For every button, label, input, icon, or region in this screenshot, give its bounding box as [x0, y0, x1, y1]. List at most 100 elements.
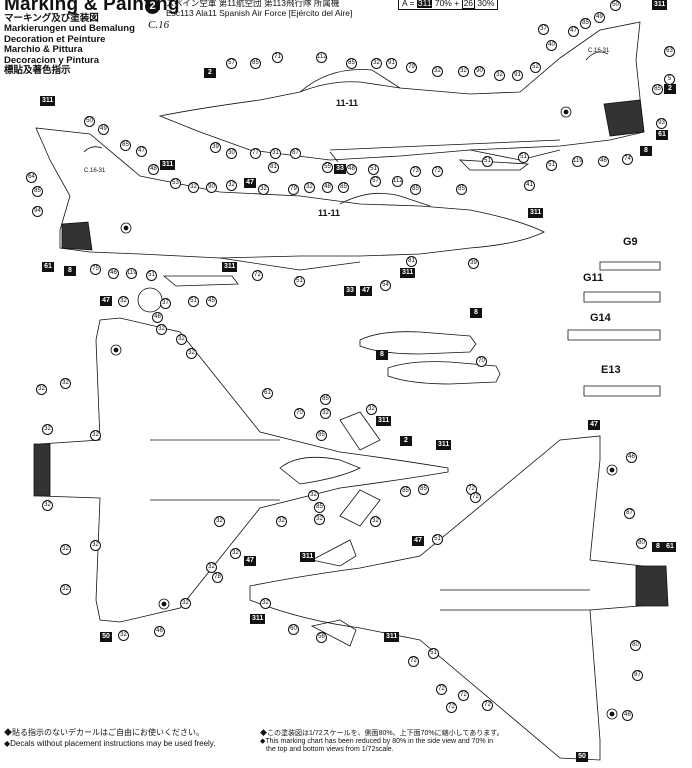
callout: 51 [432, 534, 443, 545]
top-view [33, 317, 449, 623]
fuselage-code-lower: 11-11 [318, 208, 341, 218]
callout: 41 [524, 180, 535, 191]
callout: 37 [160, 298, 171, 309]
callout: 32 [60, 378, 71, 389]
callout: 90 [474, 66, 485, 77]
callout-badge: 47 [588, 420, 600, 430]
callout: 50 [84, 116, 95, 127]
callout-badge: 61 [42, 262, 54, 272]
callout: 32 [304, 182, 315, 193]
callout: 72 [436, 684, 447, 695]
callout: 32 [118, 630, 129, 641]
callout: 32 [60, 544, 71, 555]
paint-mix-p1: 70% [434, 0, 452, 8]
callout-badge: 8 [64, 266, 76, 276]
paint-mix-box: A = 311 70% + 26 30% [398, 0, 499, 10]
paint-mix-c1: 311 [416, 0, 433, 8]
callout: 119 [572, 156, 583, 167]
footnote-right-en1: ◆This marking chart has been reduced by … [260, 738, 494, 745]
callout-badge: 50 [100, 632, 112, 642]
lang-de: Markierungen und Bemalung [4, 23, 135, 35]
callout: 47 [136, 146, 147, 157]
scheme-code: C.16 [148, 19, 170, 31]
callout: 40 [546, 40, 557, 51]
callout-badge: 47 [244, 556, 256, 566]
footnote-left-en: ◆Decals without placement instructions m… [4, 739, 216, 748]
callout: 32 [188, 182, 199, 193]
callout: 112 [392, 176, 403, 187]
callout: 72 [252, 270, 263, 281]
callout: 37 [538, 24, 549, 35]
callout: 53 [170, 178, 181, 189]
store-label-e13: E13 [601, 364, 621, 376]
scheme-line-jp: スペイン空軍 第11航空団 第113飛行隊 所属機 [166, 0, 340, 8]
callout: 49 [594, 12, 605, 23]
callout: 54 [380, 280, 391, 291]
callout: 64 [26, 172, 37, 183]
stores-drawings [359, 261, 661, 397]
callout-badge: 2 [204, 68, 216, 78]
side-view-lower [35, 127, 545, 313]
callout: 85 [456, 184, 467, 195]
callout: 119 [126, 268, 137, 279]
callout-badge: 311 [222, 262, 238, 272]
callout: 77 [250, 148, 261, 159]
callout-badge: 311 [376, 416, 392, 426]
callout: 32 [260, 598, 271, 609]
callout: 32 [90, 540, 101, 551]
callout: 72 [458, 690, 469, 701]
callout: 32 [371, 58, 382, 69]
callout: 94 [32, 206, 43, 217]
callout: 32 [214, 516, 225, 527]
callout: 87 [290, 148, 301, 159]
callout: 85 [250, 58, 261, 69]
callout: 85 [346, 58, 357, 69]
callout-badge: 61 [664, 542, 676, 552]
callout: 48 [346, 164, 357, 175]
callout: 91 [512, 70, 523, 81]
callout: 80 [636, 538, 647, 549]
callout: 85 [314, 502, 325, 513]
scheme-line-en: Esc113 Ala11 Spanish Air Force [Ejército… [166, 8, 353, 18]
callout: 32 [36, 384, 47, 395]
callout: 32 [230, 548, 241, 559]
footnote-left-jp: ◆貼る指示のないデカールはご自由にお使いください。 [4, 728, 204, 737]
callout: 75 [90, 264, 101, 275]
paint-mix-p2: 30% [477, 0, 495, 8]
store-label-g14: G14 [590, 312, 611, 324]
callout-badge: 8 [376, 350, 388, 360]
callout: 57 [370, 176, 381, 187]
callout: 85 [316, 430, 327, 441]
callout-badge: 61 [656, 130, 668, 140]
bottom-view [249, 435, 669, 761]
store-label-g9: G9 [623, 236, 638, 248]
callout: 72 [470, 492, 481, 503]
callout: 46 [598, 156, 609, 167]
callout: 51 [294, 276, 305, 287]
callout: 52 [530, 62, 541, 73]
callout: 32 [186, 348, 197, 359]
callout: 85 [652, 84, 663, 95]
callout-badge: 311 [40, 96, 56, 106]
callout: 85 [400, 486, 411, 497]
callout: 70 [294, 408, 305, 419]
callout-badge: 311 [384, 632, 400, 642]
callout: 72 [432, 166, 443, 177]
callout: 30 [226, 148, 237, 159]
callout: 32 [156, 324, 167, 335]
lang-cn: 標貼及著色指示 [4, 65, 71, 77]
callout: 46 [108, 268, 119, 279]
callout-badge: 311 [400, 268, 416, 278]
callout: 32 [206, 562, 217, 573]
callout: 78 [212, 572, 223, 583]
callout: 32 [118, 296, 129, 307]
callout: 85 [418, 484, 429, 495]
callout-badge: 47 [244, 178, 256, 188]
callout: 91 [386, 58, 397, 69]
callout-badge: 47 [100, 296, 112, 306]
paint-mix-a: A [402, 0, 408, 8]
callout-badge: 311 [250, 614, 266, 624]
callout: 50 [610, 0, 621, 11]
callout-badge: 47 [412, 536, 424, 546]
